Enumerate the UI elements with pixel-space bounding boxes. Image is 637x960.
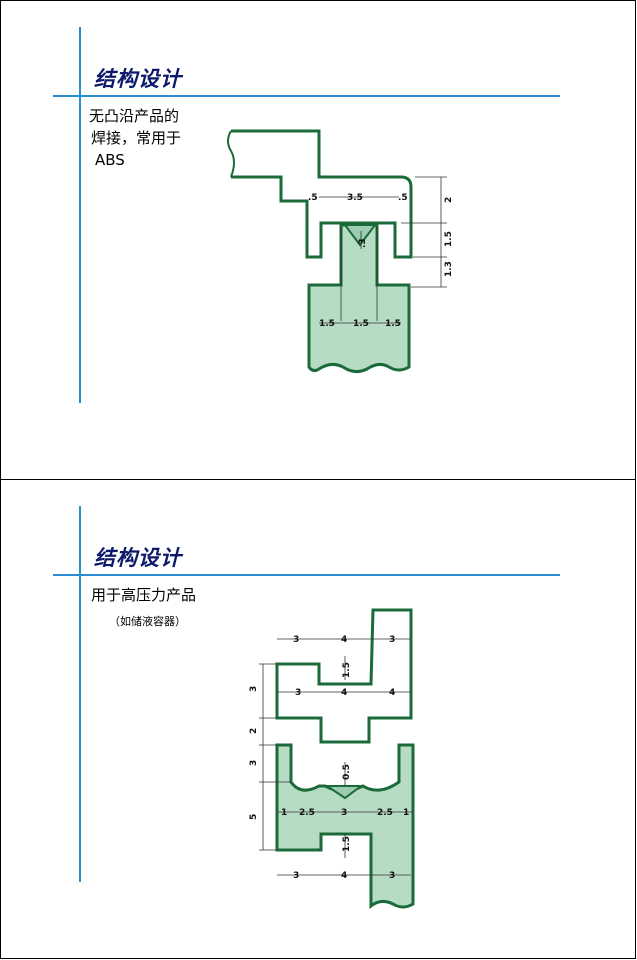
dim-label: 3	[389, 635, 395, 645]
dim-label: 3	[249, 760, 259, 766]
slide-1: 结构设计 无凸沿产品的 焊接，常用于 ABS .5 3.5	[0, 0, 636, 480]
body-line: 焊接，常用于	[91, 129, 182, 147]
accent-vertical-line	[79, 27, 81, 403]
dim-label: 1.5	[353, 319, 369, 329]
dim-label: 3	[389, 871, 395, 881]
dim-label: 3	[293, 635, 299, 645]
dim-label: 3	[295, 688, 301, 698]
accent-horizontal-line	[53, 574, 560, 576]
dim-label: 5	[249, 814, 259, 820]
dim-label: 1.5	[385, 319, 401, 329]
slide-note: （如储液容器）	[109, 615, 186, 628]
slide-title: 结构设计	[94, 66, 182, 91]
upper-part-outline	[231, 129, 413, 259]
slide-body-text: 无凸沿产品的 焊接，常用于 ABS	[89, 105, 181, 171]
dim-label: 0.5	[342, 764, 352, 780]
lower-part-fill	[307, 223, 411, 374]
dim-label: 3	[341, 808, 347, 818]
accent-vertical-line	[79, 506, 81, 882]
slide-body-text: 用于高压力产品	[91, 586, 197, 604]
upper-part-outline	[275, 608, 413, 744]
dim-label: 1.5	[444, 231, 454, 247]
dim-label: 2.5	[377, 808, 393, 818]
dim-label: 1.5	[342, 662, 352, 678]
dim-label: 4	[341, 871, 347, 881]
dim-label: 3.5	[347, 193, 363, 203]
dim-label: 4	[341, 635, 347, 645]
dim-label: 1.3	[444, 261, 454, 277]
dim-label: 3	[249, 686, 259, 692]
slide-title: 结构设计	[94, 545, 182, 570]
dim-label: 2	[444, 197, 454, 203]
dim-label: 2	[249, 728, 259, 734]
weld-joint-diagram-2: 3 4 3 1.5 3 4 4 3 2 3 0.5 5 1 2.5 3 2.5 …	[249, 608, 415, 910]
dim-label: 1	[403, 808, 409, 818]
slide-2: 结构设计 用于高压力产品 （如储液容器） 3 4 3 1.5 3 4	[0, 479, 636, 959]
body-line: ABS	[95, 151, 125, 169]
dim-label: 2.5	[299, 808, 315, 818]
weld-joint-diagram-1: .5 3.5 .5 2 .3 1.5 1.3 1.5 1.5 1.5	[227, 129, 454, 374]
dim-label: .5	[308, 193, 318, 203]
dim-label: 1.5	[319, 319, 335, 329]
dim-label: 4	[341, 688, 347, 698]
dim-label: 4	[389, 688, 395, 698]
dim-label: 1	[281, 808, 287, 818]
dim-label: 3	[293, 871, 299, 881]
energy-director	[323, 785, 364, 800]
dim-label: .3	[358, 238, 368, 248]
dim-label: 1.5	[342, 836, 352, 852]
lower-part-fill	[275, 743, 415, 910]
dim-label: .5	[398, 193, 408, 203]
body-line: 无凸沿产品的	[89, 107, 180, 125]
energy-director	[343, 224, 377, 247]
accent-horizontal-line	[53, 95, 560, 97]
